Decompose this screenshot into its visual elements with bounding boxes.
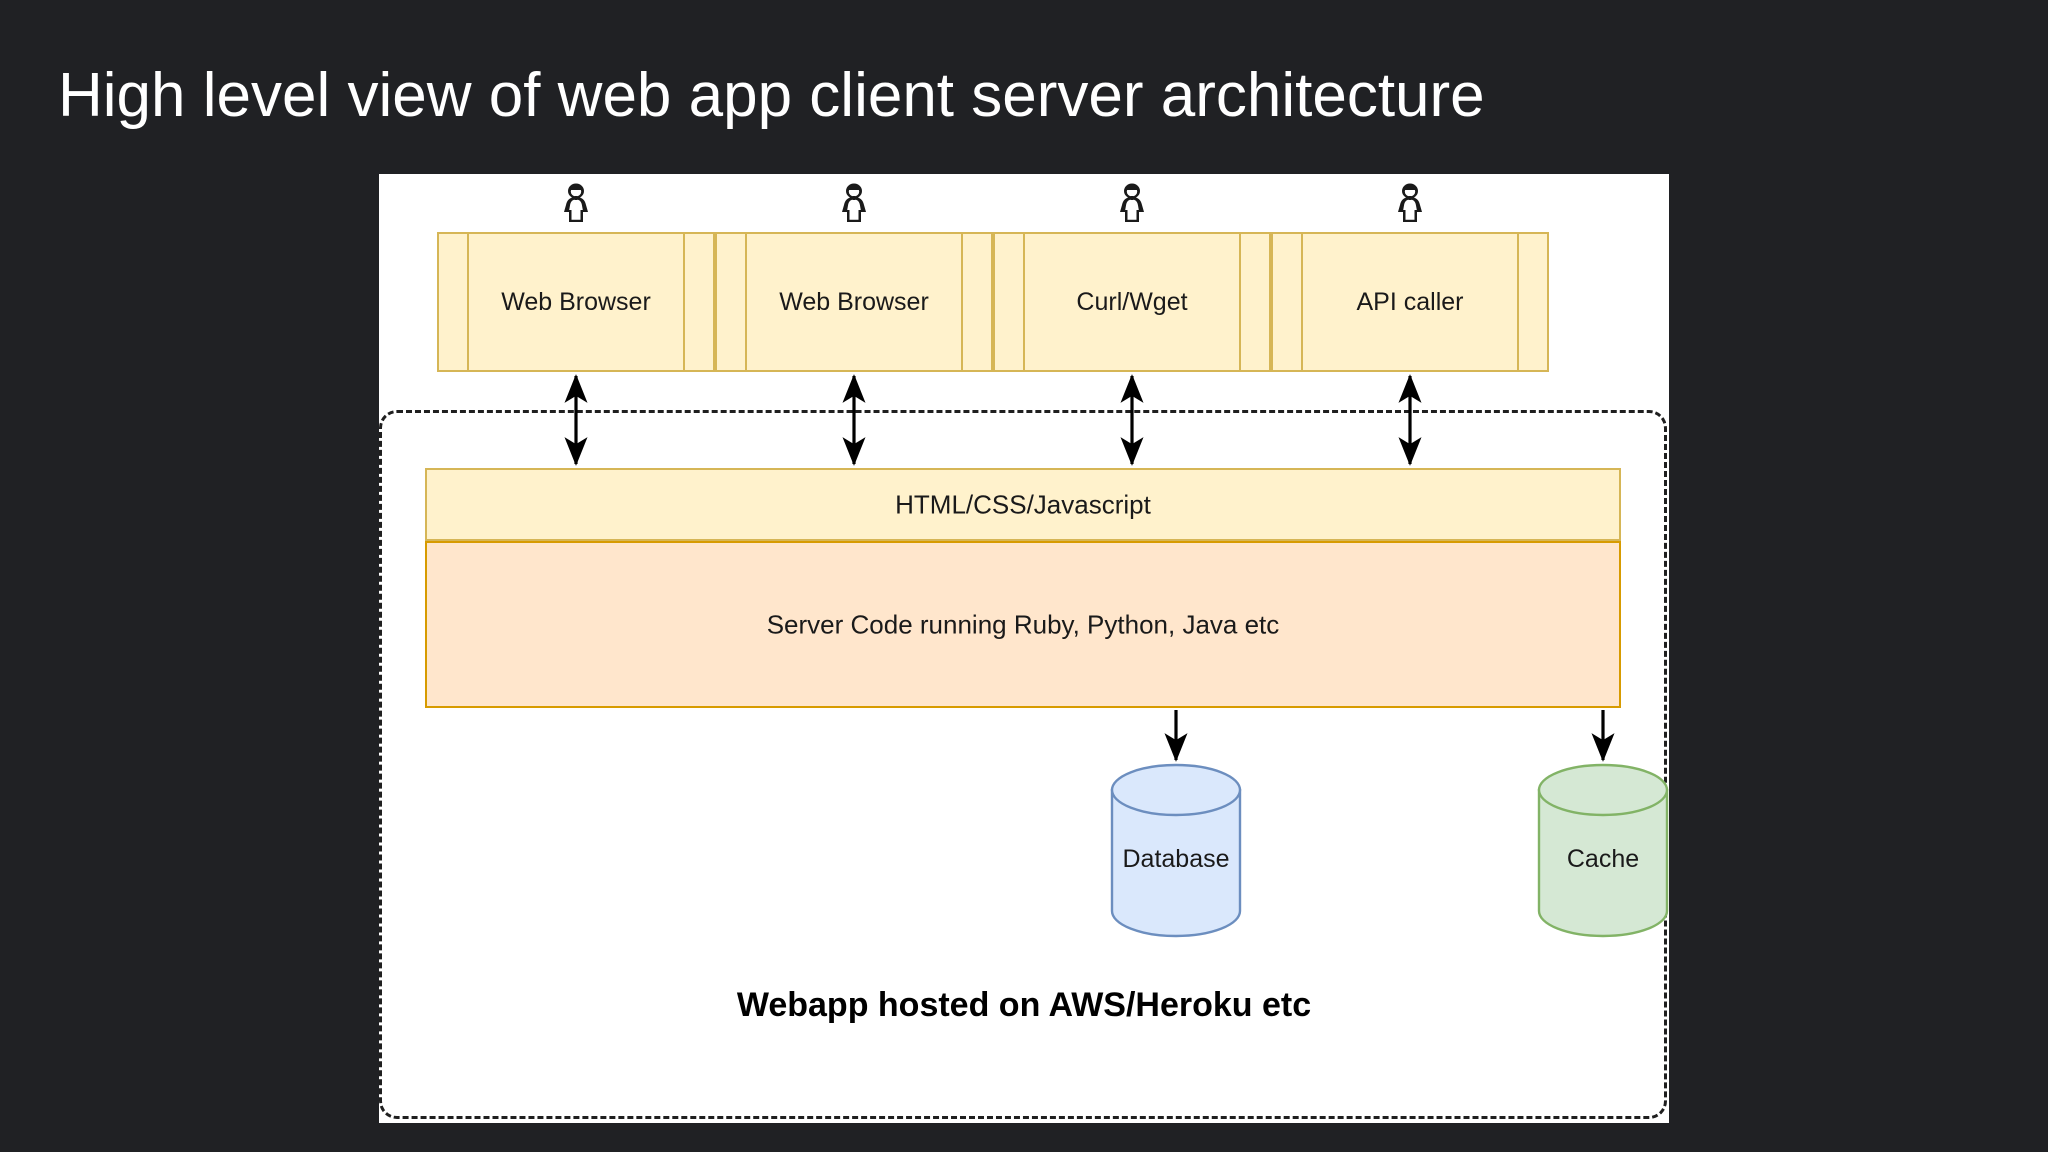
backend-layer-label: Server Code running Ruby, Python, Java e… [766, 609, 1280, 639]
hosting-boundary-box [379, 410, 1667, 1119]
node-rail-right-icon [683, 232, 685, 372]
backend-layer-box[interactable]: Server Code running Ruby, Python, Java e… [425, 541, 1621, 708]
client-node-label: Web Browser [501, 288, 651, 316]
user-actor-icon [1390, 182, 1430, 226]
client-node-curl-wget[interactable]: Curl/Wget [993, 232, 1271, 372]
page-title: High level view of web app client server… [58, 61, 1485, 130]
node-rail-right-icon [1239, 232, 1241, 372]
node-rail-right-icon [1517, 232, 1519, 372]
client-node-web-browser-1[interactable]: Web Browser [437, 232, 715, 372]
cache-cylinder[interactable]: Cache [1537, 763, 1669, 938]
client-node-web-browser-2[interactable]: Web Browser [715, 232, 993, 372]
client-node-label: Curl/Wget [1076, 288, 1188, 316]
node-rail-left-icon [1023, 232, 1025, 372]
hosting-boundary-caption: Webapp hosted on AWS/Heroku etc [736, 986, 1312, 1024]
database-label: Database [1122, 845, 1230, 873]
frontend-layer-box[interactable]: HTML/CSS/Javascript [425, 468, 1621, 541]
cache-label: Cache [1566, 845, 1640, 873]
user-actor-icon [1112, 182, 1152, 226]
database-cylinder[interactable]: Database [1110, 763, 1242, 938]
user-actor-icon [556, 182, 596, 226]
node-rail-left-icon [745, 232, 747, 372]
client-node-label: Web Browser [779, 288, 929, 316]
frontend-layer-label: HTML/CSS/Javascript [895, 489, 1151, 519]
node-rail-left-icon [467, 232, 469, 372]
user-actor-icon [834, 182, 874, 226]
architecture-diagram: Web Browser Web Browser Curl/Wget API ca… [379, 174, 1669, 1123]
node-rail-right-icon [961, 232, 963, 372]
client-node-label: API caller [1356, 288, 1464, 316]
node-rail-left-icon [1301, 232, 1303, 372]
client-node-api-caller[interactable]: API caller [1271, 232, 1549, 372]
